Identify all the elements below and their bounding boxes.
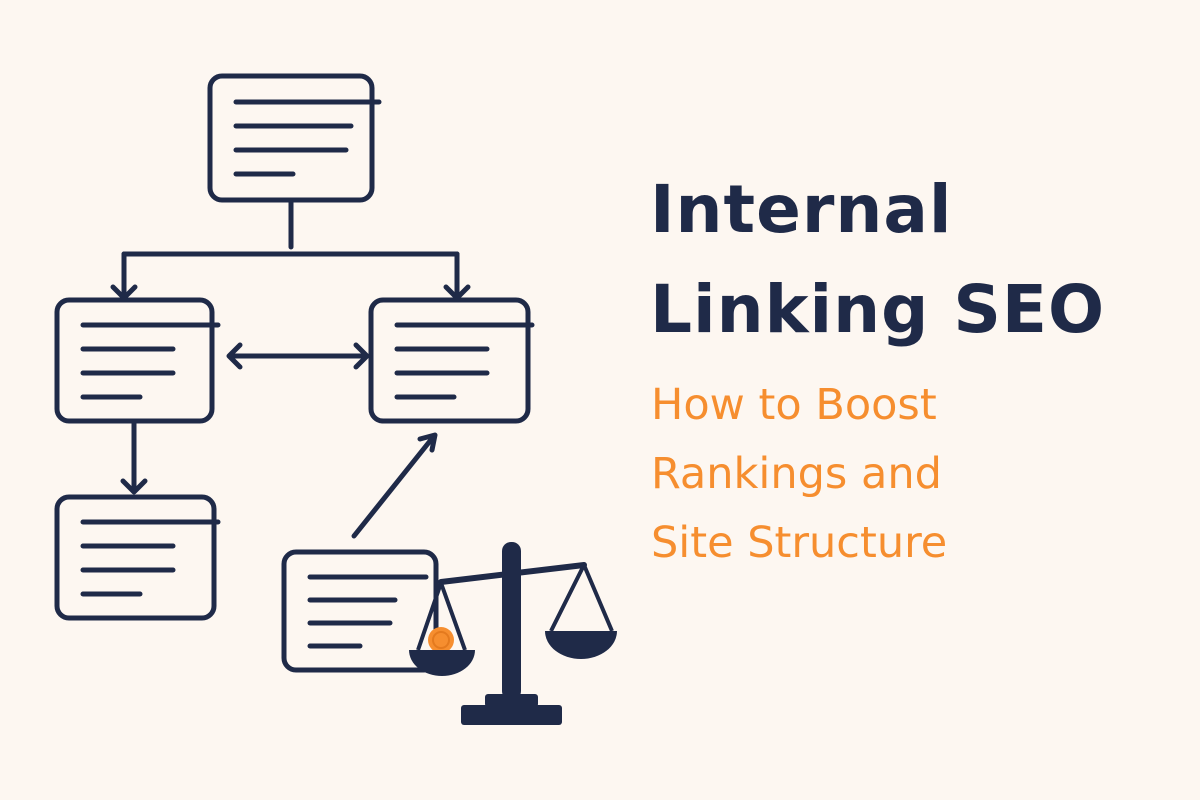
page-frame xyxy=(54,494,217,621)
scale-left-pan xyxy=(409,650,475,676)
root-connector xyxy=(121,198,460,257)
subtitle-line-3: Site Structure xyxy=(651,518,948,568)
coin-icon-inner xyxy=(432,631,450,649)
balance-scale-icon xyxy=(409,542,617,725)
orphan-page-document-icon xyxy=(281,549,439,673)
scale-left-strings xyxy=(416,582,467,651)
page-title: Internal Linking SEO xyxy=(650,160,1105,360)
page-frame xyxy=(54,297,215,424)
category-page-right-document-icon xyxy=(368,297,535,424)
diagonal-arrow xyxy=(351,432,438,539)
scale-right-strings xyxy=(549,564,614,632)
scale-base-top xyxy=(485,694,538,707)
coin-icon xyxy=(428,627,454,653)
page-subtitle: How to Boost Rankings and Site Structure xyxy=(651,371,947,578)
subtitle-line-2: Rankings and xyxy=(651,449,942,499)
category-page-left-document-icon xyxy=(54,297,221,424)
home-page-document-icon xyxy=(207,73,382,203)
scale-base xyxy=(461,705,562,725)
subpage-left-document-icon xyxy=(54,494,221,621)
page-frame xyxy=(281,549,439,673)
title-line-1: Internal xyxy=(650,171,953,248)
page-frame xyxy=(207,73,375,203)
arrow-to-subpage xyxy=(120,420,148,495)
page-frame xyxy=(368,297,531,424)
scale-right-pan xyxy=(545,631,617,659)
subtitle-line-1: How to Boost xyxy=(651,380,937,430)
scale-post xyxy=(502,542,521,700)
two-way-arrow xyxy=(226,342,370,370)
link-lines xyxy=(110,198,471,539)
page-nodes xyxy=(54,73,535,673)
title-line-2: Linking SEO xyxy=(650,271,1106,348)
